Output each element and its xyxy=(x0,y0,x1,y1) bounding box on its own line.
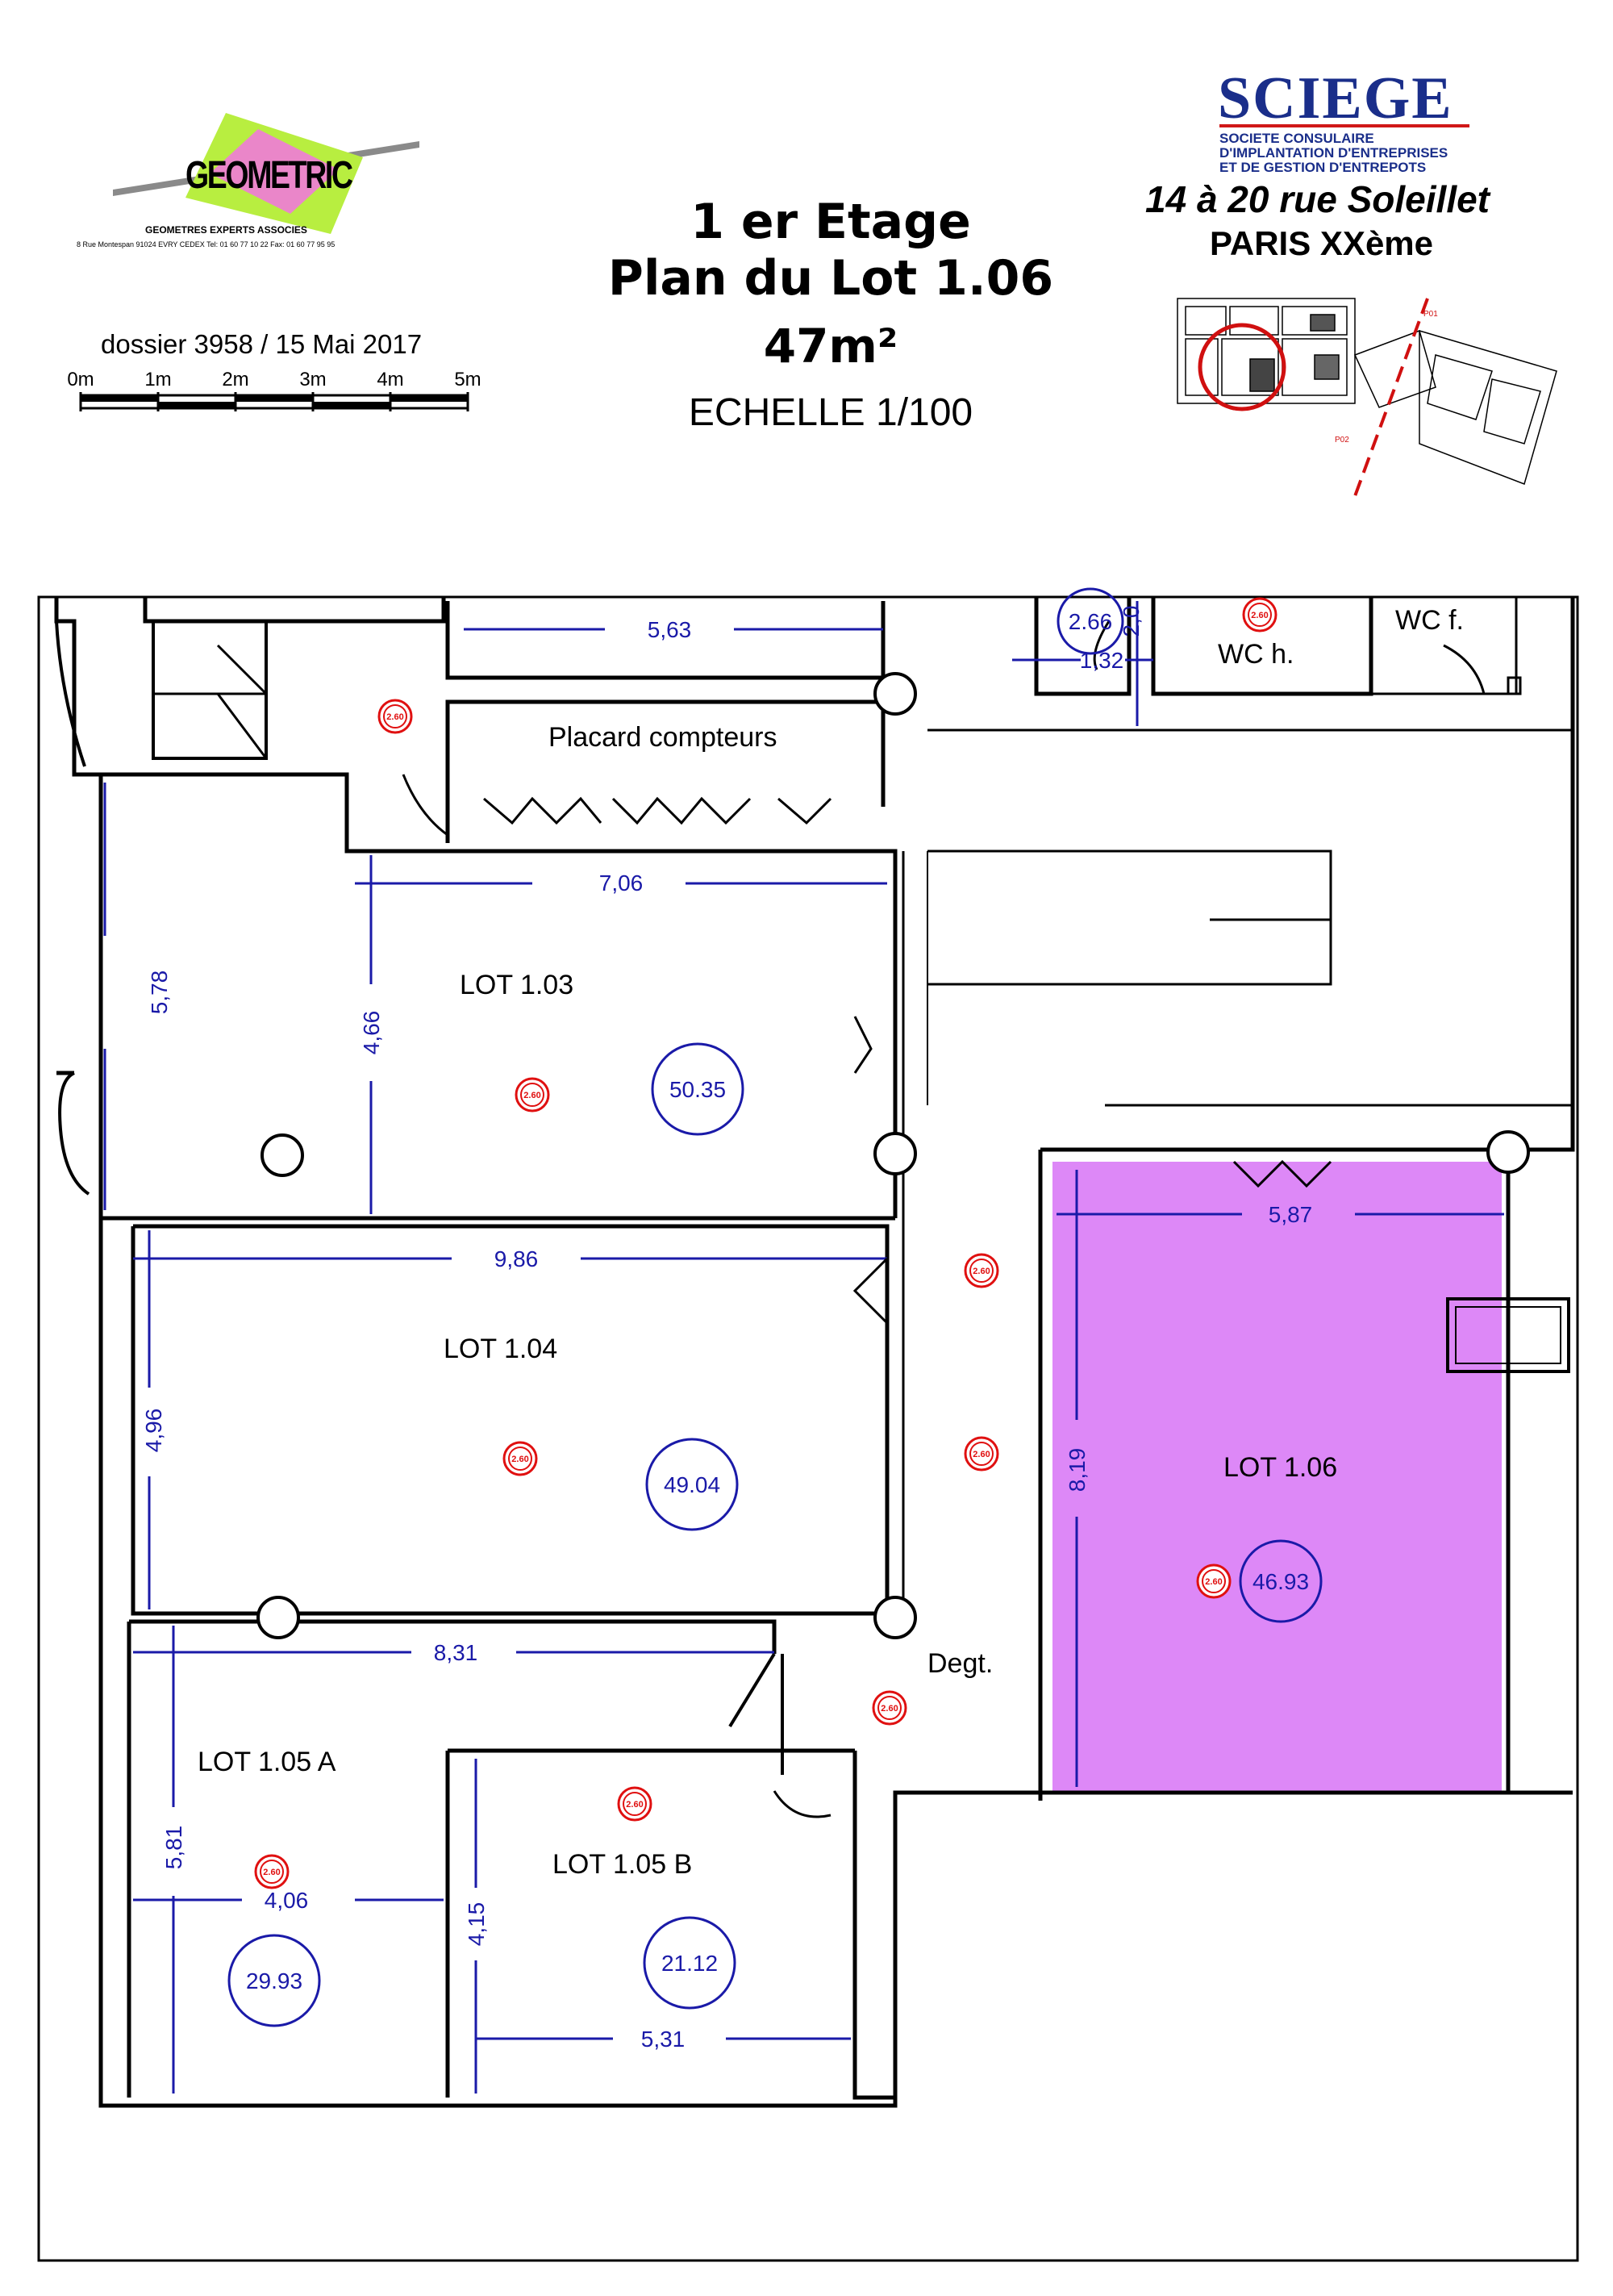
plan-title-lot: Plan du Lot 1.06 xyxy=(607,250,1054,307)
scale-bar-label: 1m xyxy=(144,369,171,390)
geometric-logo xyxy=(113,113,419,234)
plan-area: 47m² xyxy=(763,319,898,374)
dim-lot-106-width: 5,87 xyxy=(1269,1202,1313,1227)
area-circle-lot-106 xyxy=(1239,1539,1323,1623)
area-value-wc: 2.66 xyxy=(1069,609,1113,634)
room-lot-105a-label: LOT 1.05 A xyxy=(198,1747,336,1777)
scale-bar-label: 2m xyxy=(222,369,248,390)
sciege-logo-underline xyxy=(1219,124,1469,127)
scale-bar-label: 0m xyxy=(67,369,94,390)
area-circle-lot-105a xyxy=(227,1934,321,2027)
sciege-address: 14 à 20 rue Soleillet xyxy=(1145,178,1490,220)
area-circle-lot-104 xyxy=(645,1438,739,1531)
dim-wc-height: 2,0 xyxy=(1119,606,1144,637)
scale-bar: 0m 1m 2m 3m 4m 5m xyxy=(67,369,481,411)
height-marker-label: 2.60 xyxy=(626,1800,643,1810)
room-degt-label: Degt. xyxy=(927,1648,993,1679)
scale-bar-segment xyxy=(313,402,390,408)
height-marker-label: 2.60 xyxy=(523,1091,540,1100)
location-minimap: P01 P02 xyxy=(1177,298,1557,497)
room-lot-106-label: LOT 1.06 xyxy=(1223,1452,1337,1483)
dim-lot-106-height: 8,19 xyxy=(1065,1448,1090,1492)
scale-bar-label: 4m xyxy=(377,369,403,390)
area-circle-wc xyxy=(1057,587,1124,655)
area-value-lot-106: 46.93 xyxy=(1252,1569,1309,1594)
dim-lot-103-height: 4,66 xyxy=(359,1011,384,1055)
height-marker-label: 2.60 xyxy=(263,1868,280,1877)
area-value-lot-104: 49.04 xyxy=(664,1472,720,1497)
area-value-lot-105b: 21.12 xyxy=(661,1951,718,1976)
sciege-line2: D'IMPLANTATION D'ENTREPRISES xyxy=(1219,145,1448,161)
scale-bar-label: 5m xyxy=(454,369,481,390)
height-marker: 2.60 xyxy=(1242,597,1277,632)
dim-lot-105a-width: 4,06 xyxy=(265,1888,309,1913)
scale-bar-label: 3m xyxy=(299,369,326,390)
scale-bar-segment xyxy=(81,395,158,402)
height-marker-label: 2.60 xyxy=(881,1704,898,1714)
area-circle-lot-105b xyxy=(643,1916,736,2010)
dim-lot-105a-height: 5,81 xyxy=(161,1826,186,1870)
height-marker: 2.60 xyxy=(617,1786,652,1822)
dim-wc-width: 1,32 xyxy=(1080,648,1124,673)
height-marker: 2.60 xyxy=(872,1690,907,1726)
dim-lot-105b-width: 5,31 xyxy=(641,2027,686,2052)
dimension-lines xyxy=(103,601,1504,2094)
room-placard-label: Placard compteurs xyxy=(548,722,777,753)
height-marker: 2.60 xyxy=(377,699,413,734)
room-lot-104-label: LOT 1.04 xyxy=(444,1334,557,1364)
scale-bar-segment xyxy=(235,395,313,402)
room-wc-h-label: WC h. xyxy=(1218,639,1294,670)
area-circle-lot-103 xyxy=(651,1042,744,1136)
walls xyxy=(54,597,1575,2108)
room-lot-105b-label: LOT 1.05 B xyxy=(552,1849,692,1880)
dim-lot-105b-height: 4,15 xyxy=(464,1902,489,1947)
dim-lot-103-left: 5,78 xyxy=(147,971,172,1015)
geometric-subtitle: GEOMETRES EXPERTS ASSOCIES xyxy=(145,224,307,236)
geometric-address: 8 Rue Montespan 91024 EVRY CEDEX Tel: 01… xyxy=(77,240,336,248)
geometric-logo-text: GEOMETRIC xyxy=(185,154,353,197)
height-marker-label: 2.60 xyxy=(973,1267,990,1276)
svg-text:P01: P01 xyxy=(1423,310,1438,319)
column-symbols xyxy=(256,672,1530,1639)
door-symbols xyxy=(402,620,1486,1818)
sciege-line1: SOCIETE CONSULAIRE xyxy=(1219,131,1374,146)
room-lot-103-label: LOT 1.03 xyxy=(460,970,573,1000)
sciege-line3: ET DE GESTION D'ENTREPOTS xyxy=(1219,160,1427,175)
room-wc-f-label: WC f. xyxy=(1395,605,1464,636)
area-value-lot-105a: 29.93 xyxy=(246,1968,302,1993)
height-marker: 2.60 xyxy=(1196,1563,1232,1599)
plan-title-floor: 1 er Etage xyxy=(690,194,971,250)
svg-text:P02: P02 xyxy=(1335,436,1349,445)
scale-bar-segment xyxy=(158,402,235,408)
geometric-block: GEOMETRIC GEOMETRES EXPERTS ASSOCIES 8 R… xyxy=(65,97,481,452)
dossier-label: dossier 3958 / 15 Mai 2017 xyxy=(101,329,423,359)
height-marker: 2.60 xyxy=(502,1441,538,1476)
height-marker: 2.60 xyxy=(964,1253,999,1288)
area-value-lot-103: 50.35 xyxy=(669,1077,726,1102)
dim-lot-104-width: 9,86 xyxy=(494,1246,539,1271)
dim-top-corridor: 5,63 xyxy=(648,617,692,642)
height-marker: 2.60 xyxy=(254,1854,290,1889)
height-marker-label: 2.60 xyxy=(1251,611,1268,620)
plan-scale: ECHELLE 1/100 xyxy=(688,391,973,434)
dim-lot-103-width: 7,06 xyxy=(599,870,644,895)
sciege-block: SCIEGE SOCIETE CONSULAIRE D'IMPLANTATION… xyxy=(1145,65,1597,497)
lot-106-highlight xyxy=(1052,1162,1502,1793)
height-marker-label: 2.60 xyxy=(973,1450,990,1459)
height-markers: 2.60 2.60 2.60 2.60 2.60 2.60 2.60 2.60 2.60 2.60 xyxy=(254,597,1277,1889)
height-marker-label: 2.60 xyxy=(511,1455,528,1464)
height-marker: 2.60 xyxy=(964,1436,999,1472)
height-marker: 2.60 xyxy=(515,1077,550,1113)
height-marker-label: 2.60 xyxy=(386,712,403,722)
height-marker-label: 2.60 xyxy=(1205,1577,1222,1587)
plan-frame xyxy=(37,595,1579,2262)
dim-lot-105-width: 8,31 xyxy=(434,1640,478,1665)
sciege-logo: SCIEGE xyxy=(1218,65,1453,131)
scale-bar-segment xyxy=(390,395,468,402)
sciege-city: PARIS XXème xyxy=(1210,224,1433,262)
dim-lot-104-height: 4,96 xyxy=(141,1409,166,1453)
